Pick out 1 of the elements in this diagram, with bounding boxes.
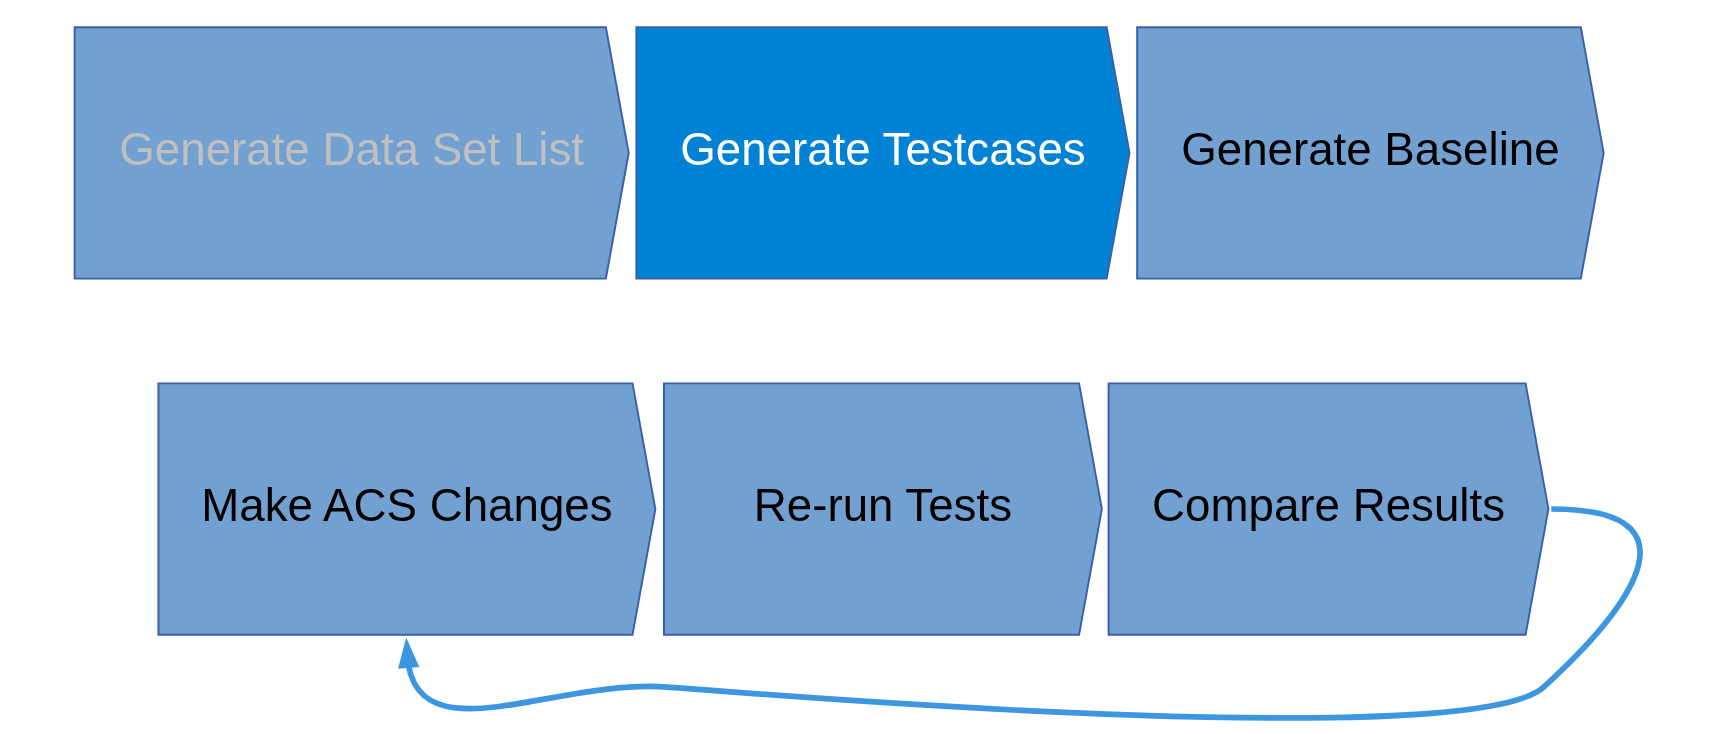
arrow — [397, 506, 1642, 721]
